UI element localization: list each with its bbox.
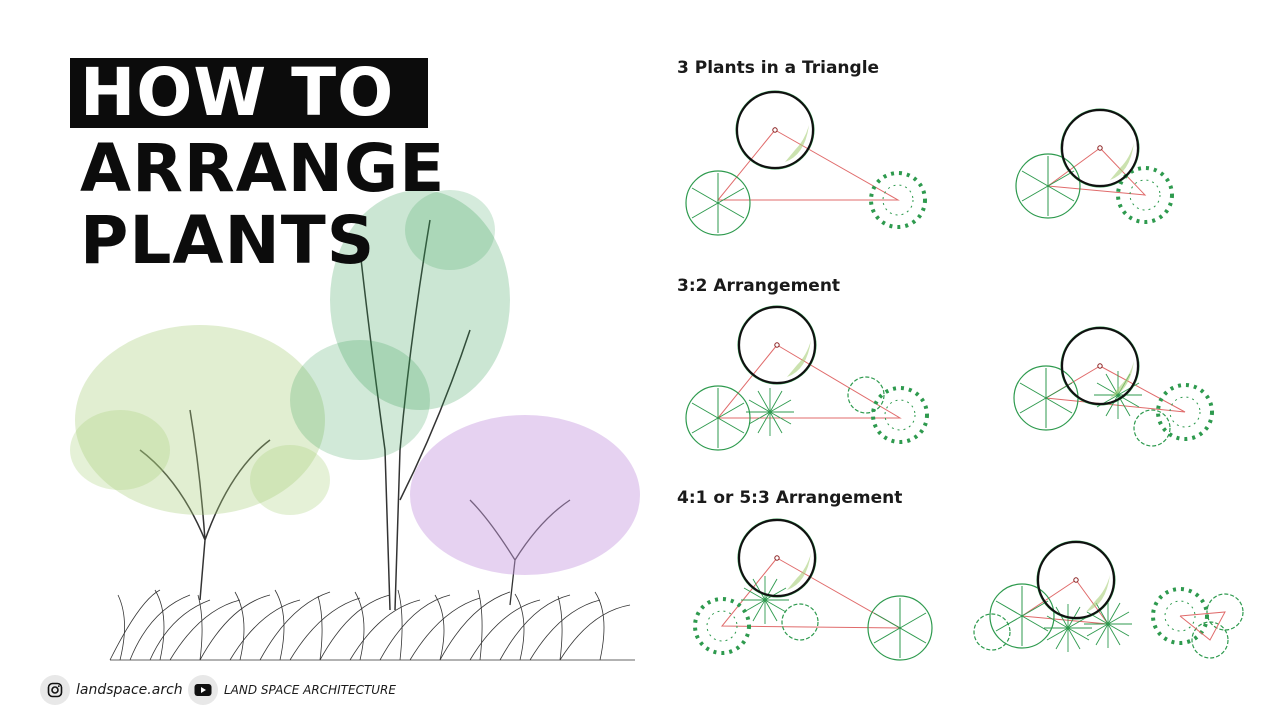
section-label-triangle: 3 Plants in a Triangle [677,58,880,78]
diagram-triangle-b [1015,107,1174,224]
diagram-triangle-a [685,89,927,236]
diagram-4-1-a [693,517,933,661]
instagram-text: landspace.arch [76,682,183,698]
instagram-handle[interactable]: landspace.arch [40,675,183,705]
diagram-3-2-b [1013,325,1214,447]
title-line-1: HOW TO [70,58,429,128]
diagram-5-3-b [973,539,1244,659]
section-label-3-2: 3:2 Arrangement [677,276,841,296]
section-label-4-1: 4:1 or 5:3 Arrangement [677,488,903,508]
tree-tall-green [290,190,510,611]
instagram-icon [40,675,70,705]
youtube-text: LAND SPACE ARCHITECTURE [224,683,396,697]
shrub-lilac [410,415,640,606]
tree-light-green [70,325,330,601]
grass-layer [109,589,635,661]
diagram-3-2-a [685,304,929,451]
youtube-channel[interactable]: LAND SPACE ARCHITECTURE [188,675,396,705]
youtube-icon [188,675,218,705]
title-line-3: PLANTS [80,202,376,279]
title-line-2: ARRANGE [80,130,446,207]
